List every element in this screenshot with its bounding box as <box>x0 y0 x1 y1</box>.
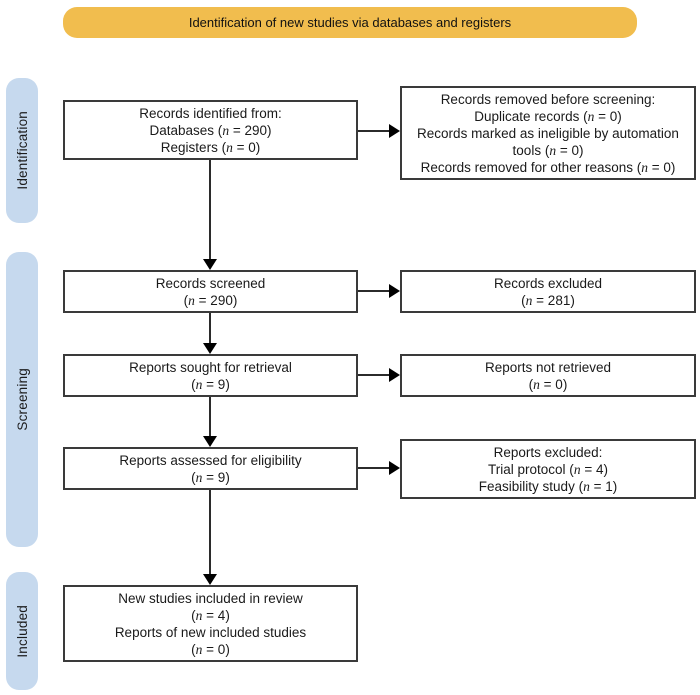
arrow-down-icon <box>203 343 217 354</box>
arrow-right-icon <box>389 368 400 382</box>
arrow-identified-to-screened <box>203 160 217 270</box>
box-line: Records screened <box>155 275 266 291</box>
arrow-right-icon <box>389 284 400 298</box>
box-reports-assessed: Reports assessed for eligibility(n = 9) <box>63 447 358 490</box>
box-line: (n = 290) <box>183 292 238 308</box>
stage-label-included: Included <box>14 604 30 658</box>
box-records-screened: Records screened(n = 290) <box>63 270 358 313</box>
arrow-sought-to-not-retrieved <box>358 368 400 382</box>
box-reports-sought: Reports sought for retrieval(n = 9) <box>63 354 358 397</box>
stage-label-identification: Identification <box>14 111 30 190</box>
box-line: (n = 0) <box>191 641 230 657</box>
box-new-studies-included: New studies included in review(n = 4)Rep… <box>63 585 358 662</box>
arrow-assessed-to-included <box>203 490 217 585</box>
arrow-assessed-to-reports-excluded <box>358 461 400 475</box>
arrow-shaft <box>209 313 211 345</box>
arrow-shaft <box>358 467 391 469</box>
box-records-excluded: Records excluded(n = 281) <box>400 270 696 313</box>
box-line: Duplicate records (n = 0) <box>474 108 622 124</box>
box-line: Records identified from: <box>139 105 282 121</box>
arrow-identified-to-removed <box>358 124 400 138</box>
box-line: Reports assessed for eligibility <box>119 452 302 468</box>
arrow-down-icon <box>203 436 217 447</box>
stage-label-screening: Screening <box>14 368 30 431</box>
box-line: Records marked as ineligible by automati… <box>417 125 679 158</box>
box-line: Feasibility study (n = 1) <box>478 478 618 494</box>
box-records-removed-before-screening: Records removed before screening:Duplica… <box>400 86 696 180</box>
box-line: Databases (n = 290) <box>149 122 272 138</box>
box-line: Records removed for other reasons (n = 0… <box>420 159 676 175</box>
arrow-screened-to-excluded <box>358 284 400 298</box>
box-line: (n = 281) <box>521 292 575 308</box>
arrow-right-icon <box>389 461 400 475</box>
arrow-sought-to-assessed <box>203 397 217 447</box>
stage-bar-screening: Screening <box>6 252 38 547</box>
box-line: (n = 4) <box>191 607 230 623</box>
arrow-down-icon <box>203 574 217 585</box>
arrow-shaft <box>358 374 391 376</box>
stage-bar-identification: Identification <box>6 78 38 223</box>
banner-label: Identification of new studies via databa… <box>188 15 512 30</box>
banner-identification-via-databases: Identification of new studies via databa… <box>63 7 637 38</box>
box-line: Records removed before screening: <box>440 91 656 107</box>
box-line: New studies included in review <box>118 590 303 606</box>
box-line: Reports not retrieved <box>484 359 612 375</box>
box-line: (n = 0) <box>528 376 568 392</box>
arrow-shaft <box>358 290 391 292</box>
box-line: Trial protocol (n = 4) <box>488 461 608 477</box>
box-reports-excluded: Reports excluded:Trial protocol (n = 4)F… <box>400 439 696 499</box>
box-line: Reports sought for retrieval <box>129 359 292 375</box>
arrow-shaft <box>209 397 211 438</box>
box-line: Reports of new included studies <box>114 624 307 640</box>
stage-bar-included: Included <box>6 572 38 690</box>
box-line: Records excluded <box>493 275 603 291</box>
box-line: (n = 9) <box>191 376 230 392</box>
arrow-screened-to-sought <box>203 313 217 354</box>
arrow-down-icon <box>203 259 217 270</box>
arrow-shaft <box>209 490 211 576</box>
arrow-shaft <box>358 130 391 132</box>
box-line: (n = 9) <box>191 469 230 485</box>
box-line: Reports excluded: <box>493 444 603 460</box>
arrow-right-icon <box>389 124 400 138</box>
box-records-identified: Records identified from:Databases (n = 2… <box>63 100 358 160</box>
arrow-shaft <box>209 160 211 261</box>
box-reports-not-retrieved: Reports not retrieved(n = 0) <box>400 354 696 397</box>
box-line: Registers (n = 0) <box>160 139 261 155</box>
